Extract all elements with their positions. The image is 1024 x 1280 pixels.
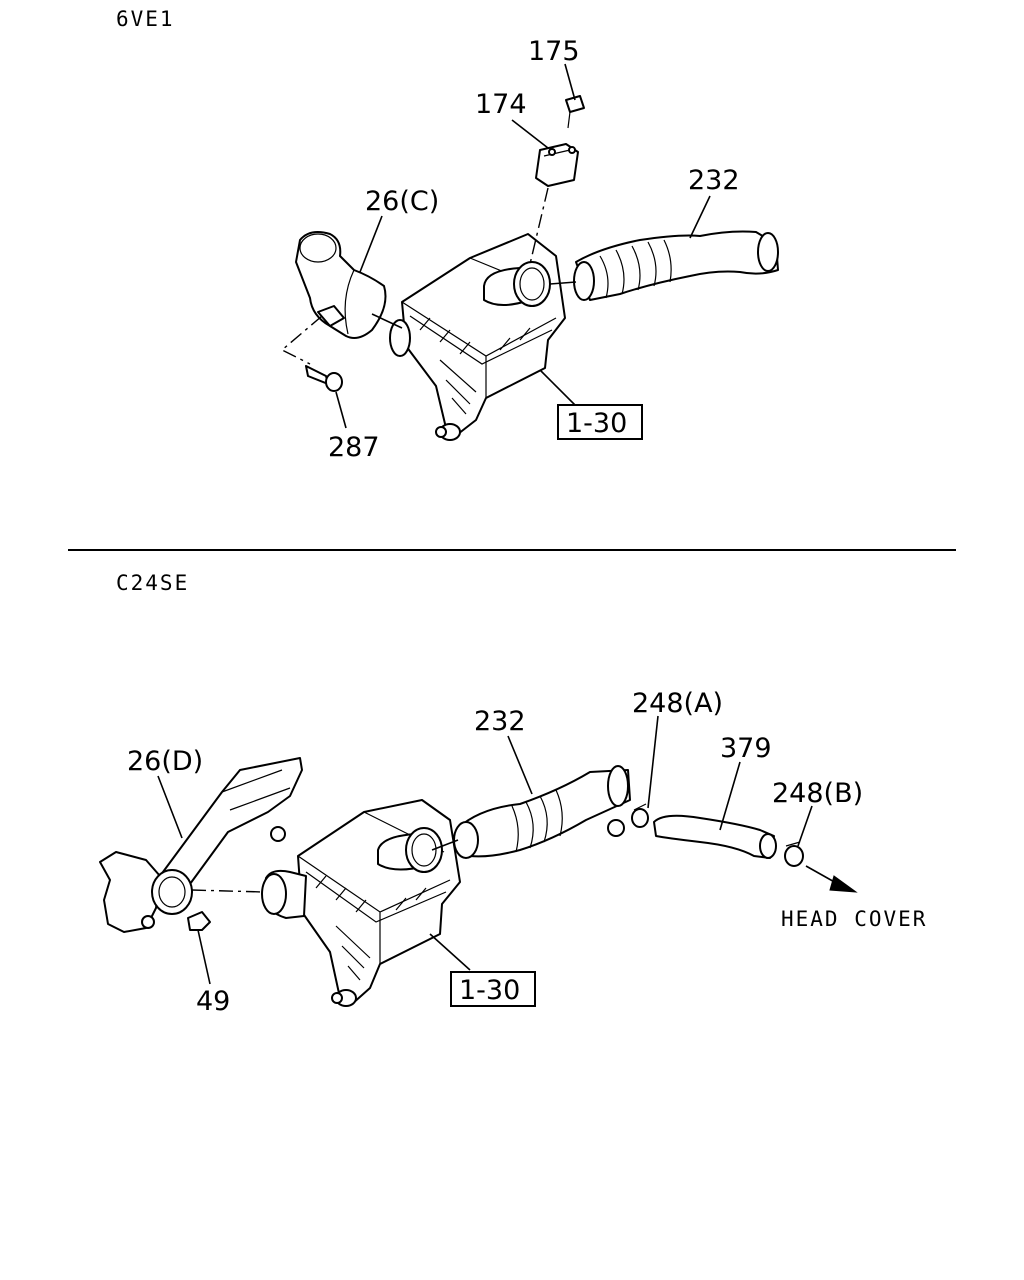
clamp-248b [784,841,804,867]
leader-hose-top [549,281,577,285]
callout-232-bottom: 232 [474,706,526,737]
ref-box-bottom [450,971,536,1007]
sensor-174 [535,143,579,187]
leader-ref-bottom [429,933,471,971]
leader-ref-top [539,369,579,409]
callout-26c: 26(C) [365,186,439,217]
callout-379: 379 [720,733,772,764]
callout-49: 49 [196,986,230,1017]
intake-hose-232-bottom [453,765,631,859]
section-label-6ve1: 6VE1 [116,7,175,31]
screw-175 [565,95,585,129]
air-cleaner-assembly-bottom [261,799,461,1007]
leader-248a [647,715,659,809]
breather-hose-379 [653,814,777,859]
leader-49 [197,929,211,985]
head-cover-arrow [805,865,858,893]
leader-248b [797,805,813,847]
dashline-duct-housing [191,889,265,893]
leader-379 [719,761,741,831]
callout-248b: 248(B) [772,778,863,809]
callout-174: 174 [475,89,527,120]
ref-label-bottom: 1-30 [459,975,520,1006]
leader-hose-bottom [431,839,459,851]
section-label-c24se: C24SE [116,571,189,595]
clamp-248a [631,803,649,828]
ref-label-top: 1-30 [566,408,627,439]
leader-duct-housing [371,313,403,329]
dashline-bolt [280,315,323,365]
leader-232-bottom [507,735,533,795]
leader-26d [157,775,183,839]
leader-232-top [689,195,711,239]
leader-287 [335,391,347,429]
nut-49 [187,911,211,931]
ref-box-top [557,404,643,440]
callout-248a: 248(A) [632,688,723,719]
callout-175: 175 [528,36,580,67]
leader-174 [511,119,549,149]
bolt-287 [305,365,343,392]
leader-26c [359,215,383,273]
leader-175 [564,63,576,101]
air-cleaner-assembly-top [389,233,566,441]
destination-label: HEAD COVER [781,907,927,931]
air-duct-26c [295,231,387,339]
intake-hose-232-top [573,230,779,301]
dashline-sensor [529,187,549,265]
callout-287: 287 [328,432,380,463]
air-duct-26d [99,757,303,933]
callout-232-top: 232 [688,165,740,196]
callout-26d: 26(D) [127,746,203,777]
